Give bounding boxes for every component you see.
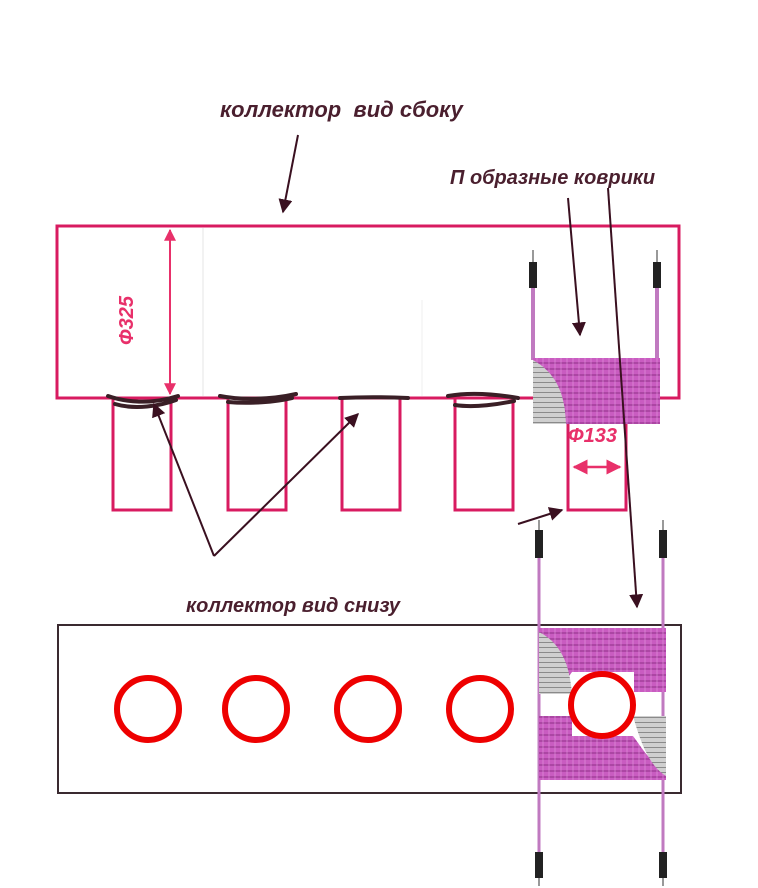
cable-connector-icon [659, 852, 667, 878]
cable-connector-icon [535, 530, 543, 558]
leader-arrow-icon [278, 134, 299, 214]
u-shaped-mat-side [529, 250, 661, 424]
outlet-ring-2 [222, 675, 290, 743]
cable-connector-icon [535, 852, 543, 878]
pipe-4 [453, 396, 515, 512]
weld-scribble-icon [446, 391, 520, 409]
weld-scribble-icon [338, 395, 410, 400]
collector-bottom-view [57, 520, 682, 886]
weld-scribble-icon [106, 394, 180, 409]
label-u-mats: П образные коврики [450, 167, 655, 189]
leader-arrow-icon [607, 187, 644, 609]
mat-corner [539, 632, 572, 694]
leader-arrow-icon [517, 507, 564, 525]
pipe-3 [340, 396, 402, 512]
leader-arrows [152, 134, 644, 609]
label-d325: Ф325 [116, 295, 138, 345]
cable-connector-icon [529, 262, 537, 288]
outlet-ring-1 [114, 675, 182, 743]
mat-corner [633, 716, 666, 776]
cable-connector-icon [659, 530, 667, 558]
mat-panel-upper [539, 628, 666, 694]
mat-corner [533, 360, 566, 424]
outlet-ring-4 [446, 675, 514, 743]
collector-bottom-body [57, 624, 682, 794]
label-side-view: коллектор вид сбоку [220, 97, 465, 122]
outlet-ring-5 [568, 671, 636, 739]
leader-arrow-icon [213, 413, 359, 557]
collector-side-view [55, 224, 681, 512]
weld-scribble-icon [218, 392, 298, 405]
leader-arrow-icon [152, 402, 215, 557]
label-d133: Ф133 [568, 425, 617, 447]
mat-panel-lower [539, 716, 666, 780]
leader-arrow-icon [567, 197, 586, 337]
cable-connector-icon [653, 262, 661, 288]
u-shaped-mat-bottom [535, 520, 667, 886]
label-bottom-view: коллектор вид снизу [186, 595, 401, 617]
pipe-1 [111, 396, 173, 512]
outlet-ring-3 [334, 675, 402, 743]
